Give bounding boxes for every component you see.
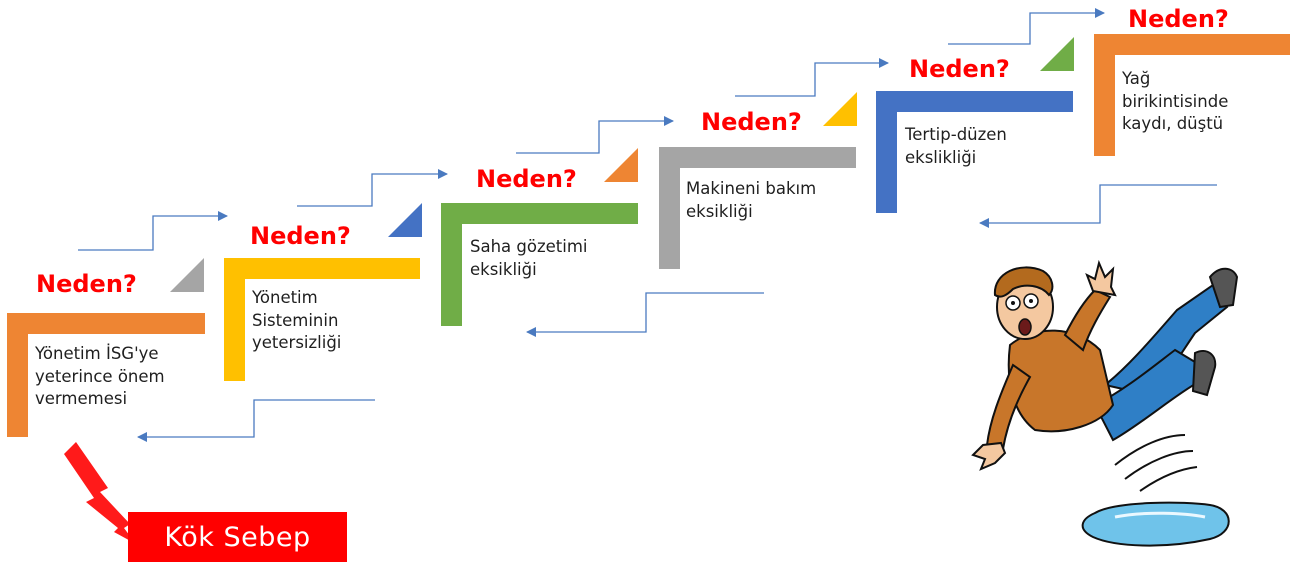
root-cause-label: Kök Sebep bbox=[128, 512, 347, 562]
step-6-top-bar bbox=[1094, 34, 1290, 55]
step-3-top-bar bbox=[441, 203, 638, 224]
step-3-left-bar bbox=[441, 203, 462, 326]
step-6-question: Neden? bbox=[1128, 5, 1229, 33]
up-arrow-3 bbox=[516, 116, 674, 154]
step-4-text: Makineni bakım eksikliği bbox=[686, 179, 817, 221]
up-arrow-1 bbox=[78, 211, 228, 251]
down-arrow-3 bbox=[137, 399, 375, 442]
step-1-text: Yönetim İSG'ye yeterince önem vermemesi bbox=[35, 344, 165, 408]
step-2-left-bar bbox=[224, 258, 245, 381]
down-arrow-2 bbox=[526, 292, 764, 337]
step-3-text: Saha gözetimi eksikliği bbox=[470, 237, 588, 279]
step-2-text: Yönetim Sisteminin yetersizliği bbox=[252, 288, 342, 352]
step-5-text: Tertip-düzen ekslikliği bbox=[905, 125, 1007, 167]
step-5-question: Neden? bbox=[909, 55, 1010, 83]
step-5-left-bar bbox=[876, 91, 897, 213]
step-5-green-triangle bbox=[1040, 37, 1074, 71]
step-1-gray-triangle bbox=[170, 258, 204, 292]
falling-person-illustration bbox=[971, 259, 1239, 547]
step-1-question: Neden? bbox=[36, 270, 137, 298]
step-6-left-bar bbox=[1094, 34, 1115, 156]
step-4-left-bar bbox=[659, 147, 680, 269]
step-1-top-bar bbox=[7, 313, 205, 334]
step-5-top-bar bbox=[876, 91, 1073, 112]
step-4-question: Neden? bbox=[701, 108, 802, 136]
up-arrow-5 bbox=[948, 8, 1105, 45]
up-arrow-4 bbox=[735, 58, 889, 97]
down-arrow-1 bbox=[979, 184, 1217, 228]
step-2-question: Neden? bbox=[250, 222, 351, 250]
step-3-question: Neden? bbox=[476, 165, 577, 193]
step-6-text: Yağ birikintisinde kaydı, düştü bbox=[1122, 69, 1229, 133]
lightning-bolt-icon bbox=[64, 442, 136, 544]
step-4-top-bar bbox=[659, 147, 856, 168]
up-arrow-2 bbox=[297, 169, 448, 207]
step-2-blue-triangle bbox=[388, 203, 422, 237]
step-2-top-bar bbox=[224, 258, 420, 279]
water-puddle-icon bbox=[1081, 501, 1230, 547]
step-1-left-bar bbox=[7, 313, 28, 437]
step-4-yellow-triangle bbox=[823, 92, 857, 126]
step-3-orange-triangle bbox=[604, 148, 638, 182]
motion-lines-icon bbox=[1114, 434, 1198, 492]
